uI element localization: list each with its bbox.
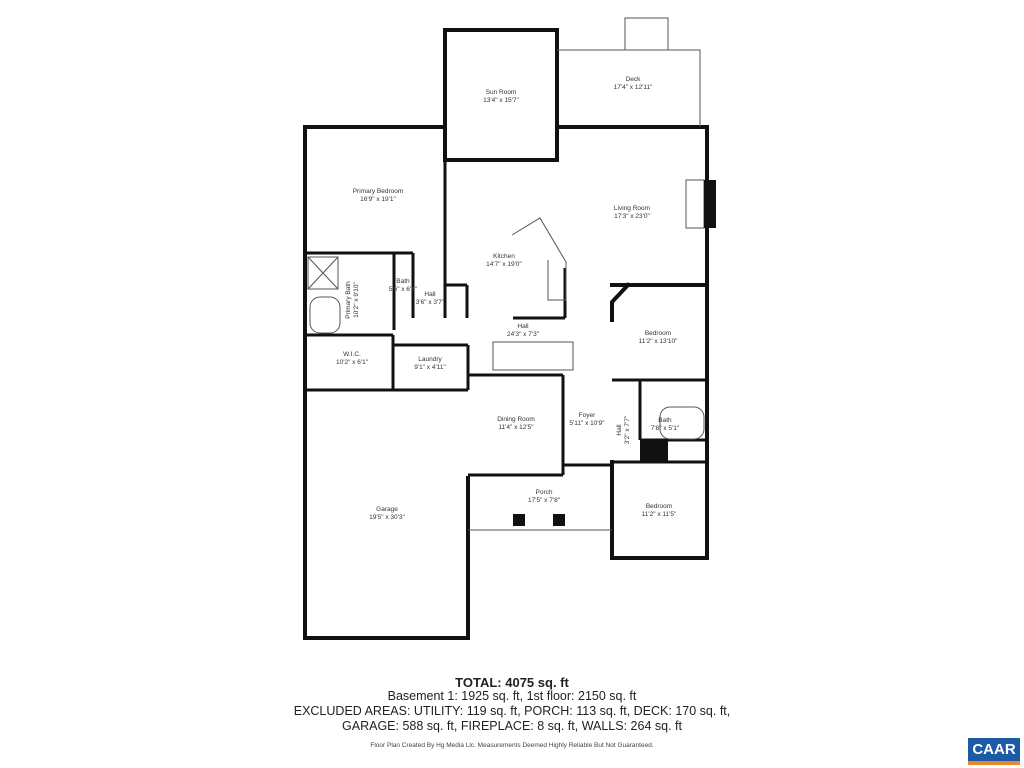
floor-plan-drawing bbox=[303, 17, 716, 640]
excluded-areas: EXCLUDED AREAS: UTILITY: 119 sq. ft, POR… bbox=[293, 704, 731, 718]
room-name: Primary Bath bbox=[345, 281, 352, 319]
light-lines bbox=[307, 17, 705, 531]
room-dims: 7'8" x 5'1" bbox=[650, 425, 680, 432]
room-wic: W.I.C.10'2" x 6'1" bbox=[336, 351, 368, 367]
room-dims: 5'11" x 10'9" bbox=[569, 420, 605, 427]
room-name: Primary Bedroom bbox=[352, 188, 404, 195]
room-dims: 17'4" x 12'11" bbox=[613, 84, 653, 91]
floor-areas: Basement 1: 1925 sq. ft, 1st floor: 2150… bbox=[387, 689, 637, 703]
room-name: Bedroom bbox=[644, 330, 672, 337]
excluded-areas-continued: GARAGE: 588 sq. ft, FIREPLACE: 8 sq. ft,… bbox=[342, 719, 682, 733]
room-dims: 10'2" x 9'10" bbox=[353, 282, 360, 318]
room-dims: 14'7" x 19'0" bbox=[486, 261, 522, 268]
room-dims: 11'2" x 11'5" bbox=[641, 511, 677, 518]
room-name: Bath bbox=[658, 417, 672, 424]
columns bbox=[513, 180, 716, 526]
room-name: Hall bbox=[424, 291, 436, 298]
room-name: Garage bbox=[376, 506, 398, 513]
room-name: Porch bbox=[535, 489, 553, 496]
room-name: Foyer bbox=[578, 412, 596, 419]
room-dims: 24'3" x 7'3" bbox=[506, 331, 540, 338]
room-name: Living Room bbox=[613, 205, 651, 212]
room-dims: 9'1" x 4'11" bbox=[414, 364, 446, 371]
total-area: TOTAL: 4075 sq. ft bbox=[455, 675, 569, 690]
caar-logo: CAAR bbox=[968, 738, 1020, 765]
room-dims: 3'6" x 3'7" bbox=[415, 299, 445, 306]
room-name: Hall bbox=[517, 323, 529, 330]
room-dims: 10'2" x 6'1" bbox=[335, 359, 369, 366]
room-dims: 3'2" x 7'7" bbox=[624, 415, 631, 445]
room-name: Bedroom bbox=[645, 503, 673, 510]
room-name: Dining Room bbox=[497, 416, 535, 423]
room-name: Bath bbox=[396, 278, 410, 285]
room-dims: 17'3" x 23'0" bbox=[614, 213, 650, 220]
disclaimer: Floor Plan Created By Hg Media Llc. Meas… bbox=[370, 742, 654, 749]
interior-walls bbox=[305, 127, 707, 477]
room-name: Deck bbox=[625, 76, 641, 83]
room-dims: 5'5" x 6'4" bbox=[388, 286, 418, 293]
room-name: Hall bbox=[616, 424, 623, 436]
room-name: Kitchen bbox=[493, 253, 515, 260]
room-name: Laundry bbox=[418, 356, 442, 363]
room-name: W.I.C. bbox=[343, 351, 361, 358]
exterior-walls bbox=[303, 28, 709, 640]
room-name: Sun Room bbox=[485, 89, 517, 96]
room-dims: 11'2" x 13'10" bbox=[638, 338, 678, 345]
room-dims: 11'4" x 12'5" bbox=[498, 424, 534, 431]
room-dims: 19'5" x 30'3" bbox=[369, 514, 405, 521]
room-dims: 16'9" x 19'1" bbox=[360, 196, 396, 203]
room-dims: 13'4" x 15'7" bbox=[483, 97, 519, 104]
room-dims: 17'5" x 7'8" bbox=[527, 497, 561, 504]
